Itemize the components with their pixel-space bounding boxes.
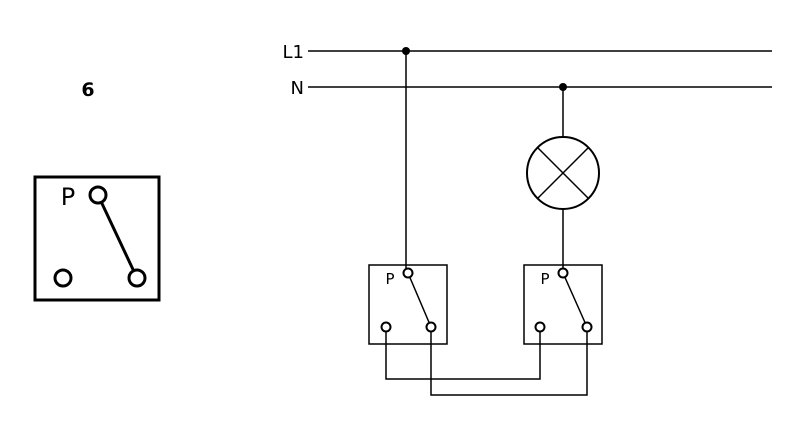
live-line-label: L1 (283, 42, 304, 63)
right-switch-common-terminal (557, 267, 569, 279)
lamp-symbol (526, 136, 600, 210)
figure-number: 6 (81, 79, 94, 101)
legend-switch-symbol: P (33, 175, 161, 302)
right-two-way-switch: P (523, 264, 603, 345)
traveller-wire-1 (385, 331, 541, 380)
right-switch-lever (562, 272, 588, 328)
left-switch-lever (407, 272, 432, 328)
left-switch-terminal-2 (425, 321, 437, 333)
right-switch-box (523, 264, 603, 345)
legend-switch-box (33, 175, 161, 302)
legend-switch-lever (96, 194, 139, 279)
left-switch-common-terminal (402, 267, 414, 279)
supply-lines: L1 N (283, 42, 772, 99)
right-switch-terminal-1 (534, 321, 546, 333)
left-switch-terminal-1 (380, 321, 392, 333)
lamp-cross-b (536, 146, 590, 200)
left-switch-box (368, 264, 448, 345)
neutral-line-label: N (291, 78, 304, 99)
legend-common-terminal (88, 185, 108, 205)
right-switch-terminal-2 (581, 321, 593, 333)
right-switch-common-label: P (540, 270, 549, 288)
legend-terminal-left (53, 268, 73, 288)
legend-terminal-right (127, 268, 147, 288)
legend-common-terminal-label: P (61, 183, 75, 211)
traveller-wire-2 (430, 331, 588, 396)
left-two-way-switch: P (368, 264, 448, 345)
left-switch-common-label: P (385, 270, 394, 288)
